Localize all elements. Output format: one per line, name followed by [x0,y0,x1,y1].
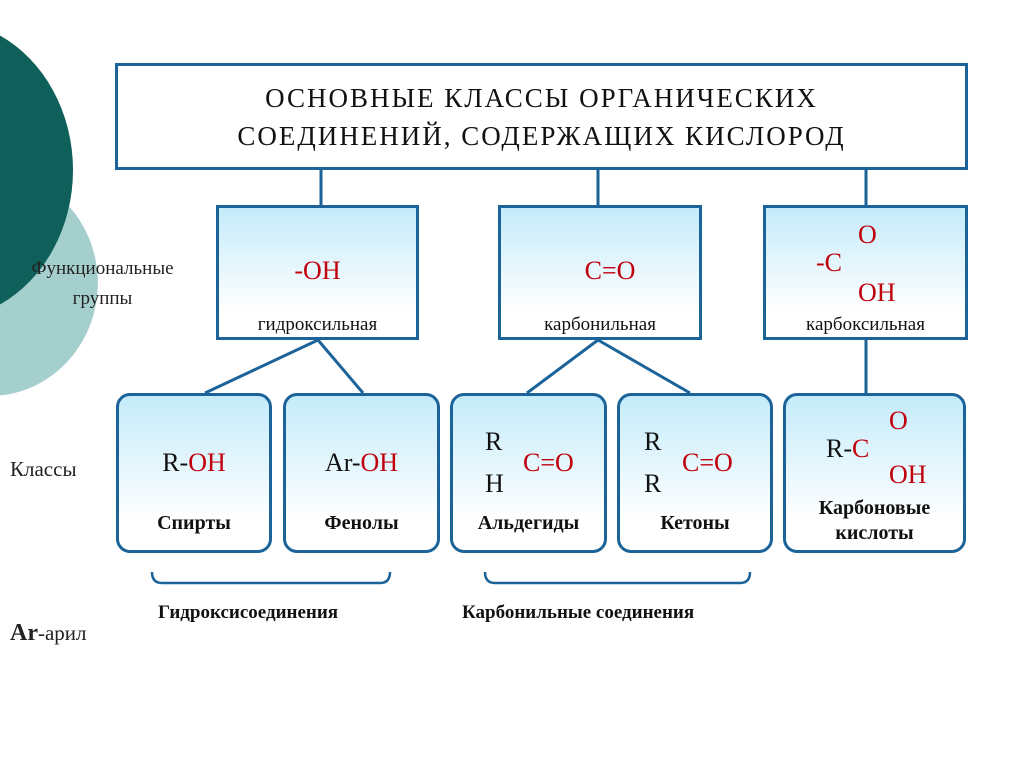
formula-c: C [852,434,870,463]
class-name: Фенолы [324,512,399,534]
fg-name: гидроксильная [257,314,378,335]
formula-group: C=O [523,448,574,477]
fg-box-carbonyl: C=O карбонильная [498,205,702,340]
grouping-carbonyl: Карбонильные соединения [462,602,695,623]
diagram-title: ОСНОВНЫЕ КЛАССЫ ОРГАНИЧЕСКИХ СОЕДИНЕНИЙ,… [115,63,968,170]
decor-circle-dark [0,35,74,305]
formula-prefix: R- [826,434,852,463]
formula-group: C=O [682,448,733,477]
fg-formula: C=O [584,256,636,285]
class-box-carboxylic-acids: R-C O OH Карбоновые кислоты [783,393,966,553]
fg-name: карбонильная [544,314,656,335]
class-name: Альдегиды [477,512,580,534]
grouping-hydroxy: Гидроксисоединения [158,602,339,623]
class-box-ketones: R R C=O Кетоны [617,393,773,553]
formula-prefix: R- [162,448,189,477]
class-box-phenols: Ar-OH Фенолы [283,393,440,553]
class-formula: R-OH [119,448,269,478]
formula-group: OH [360,448,399,477]
class-box-aldehydes: R H C=O Альдегиды [450,393,607,553]
class-name-line1: Карбоновые [818,497,931,519]
label-fg-line1: Функциональные [31,258,174,279]
class-box-alcohols: R-OH Спирты [116,393,272,553]
formula-group: OH [188,448,226,477]
fg-formula-o: O [858,220,877,249]
fg-formula-oh: OH [858,278,896,307]
label-fg-line2: группы [72,288,133,309]
formula-r1: R [485,427,503,456]
formula-o: O [889,406,908,435]
class-formula: Ar-OH [286,448,437,478]
aryl-symbol: Ar [10,620,38,646]
aryl-text: -арил [37,621,87,645]
class-name: Спирты [157,512,231,534]
formula-r2: R [644,469,662,498]
title-line-2: СОЕДИНЕНИЙ, СОДЕРЖАЩИХ КИСЛОРОД [237,120,846,151]
label-aryl: Ar-арил [10,620,87,647]
class-name: Кетоны [660,512,730,534]
fg-name: карбоксильная [806,314,925,335]
class-name-line2: кислоты [835,522,914,544]
title-line-1: ОСНОВНЫЕ КЛАССЫ ОРГАНИЧЕСКИХ [265,82,818,113]
fg-formula: -OH [294,256,341,285]
formula-r2: H [485,469,504,498]
formula-prefix: Ar- [324,448,361,477]
brace-lines [150,571,752,585]
formula-oh: OH [889,460,927,489]
label-classes: Классы [10,457,77,481]
fg-box-hydroxyl: -OH гидроксильная [216,205,419,340]
class-name: Карбоновые кислоты [786,496,963,546]
fg-formula-c: -C [816,248,842,277]
formula-r1: R [644,427,662,456]
fg-box-carboxyl: -C O OH карбоксильная [763,205,968,340]
label-functional-groups: Функциональные группы [0,254,205,314]
class-formula: R-C [826,436,869,462]
